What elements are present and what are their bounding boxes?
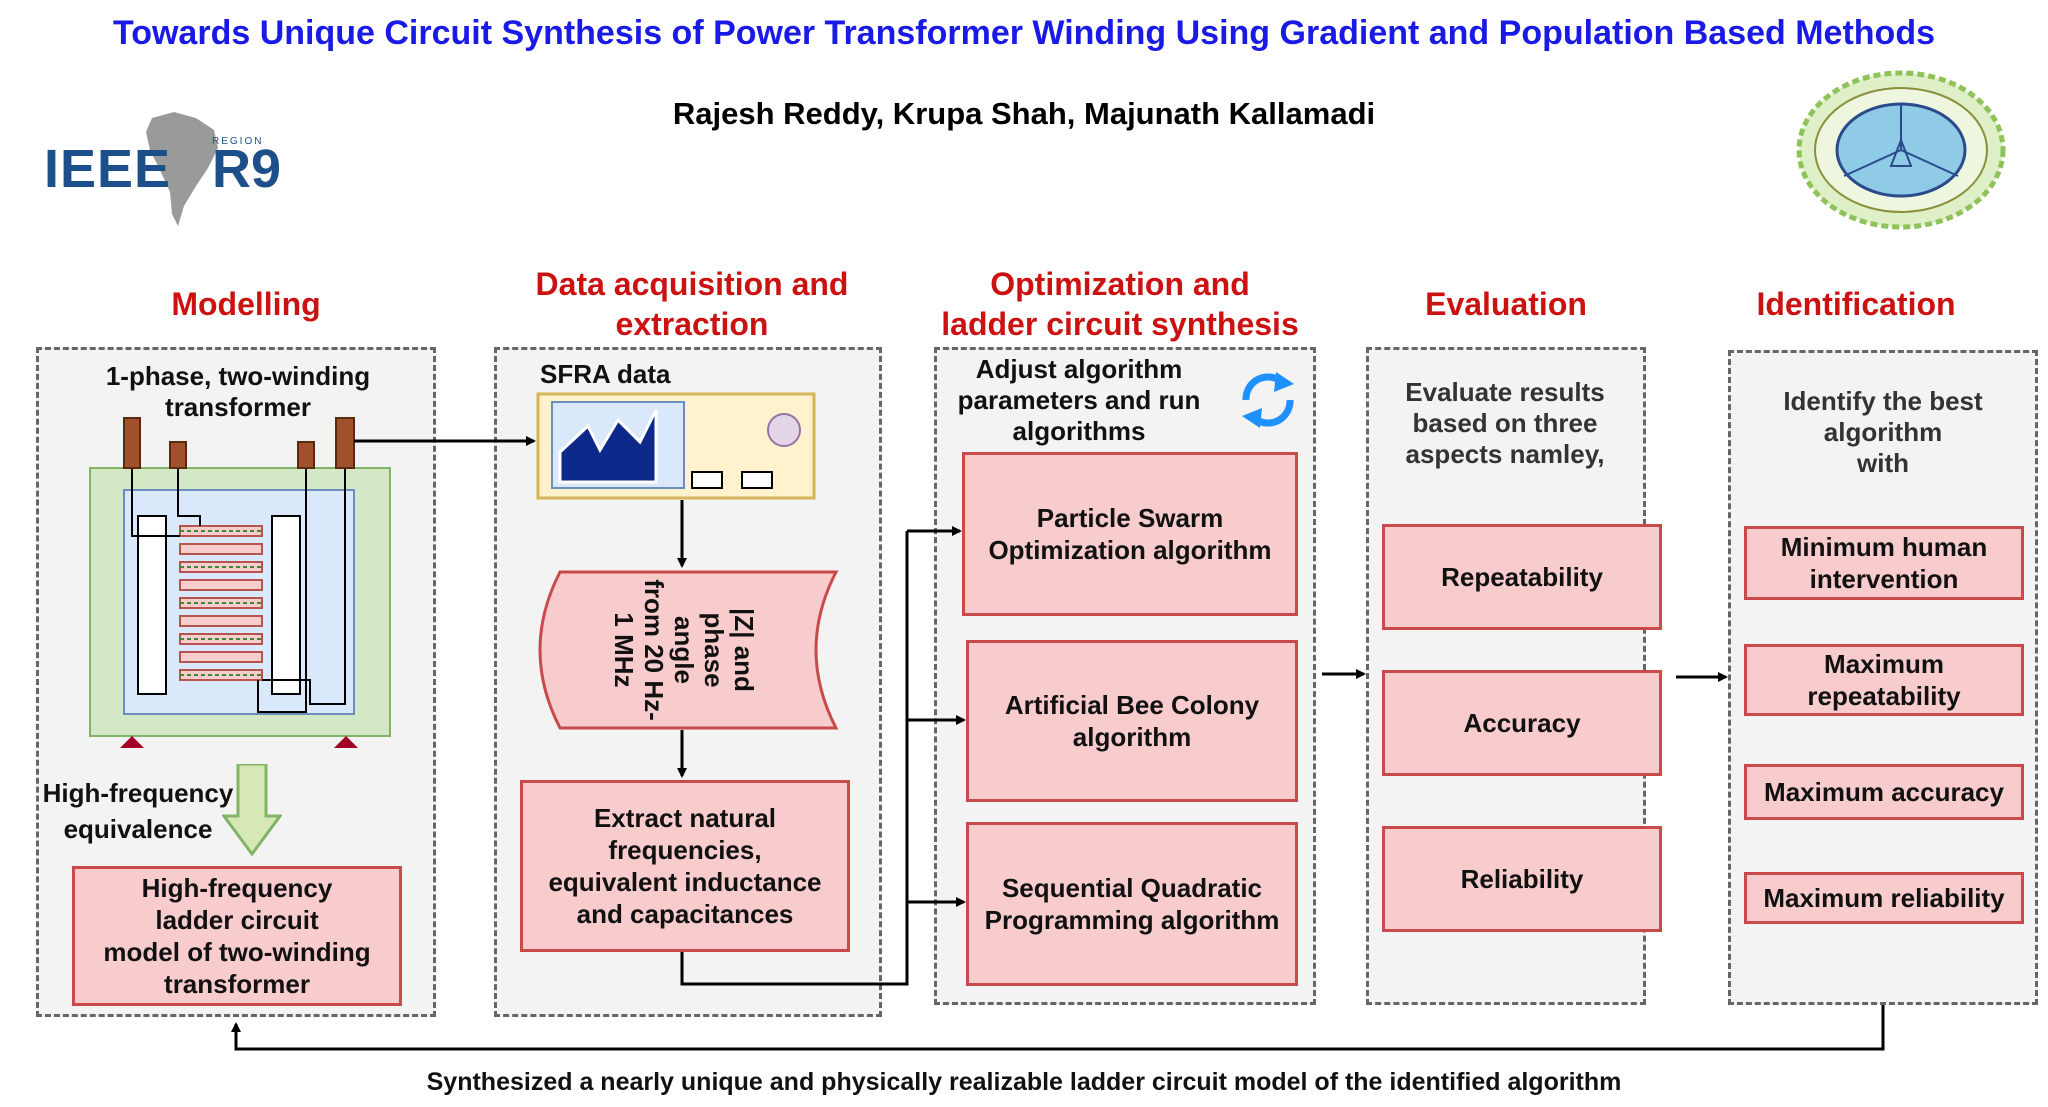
down-arrow-icon — [222, 764, 282, 857]
identification-intro-line-3: with — [1857, 448, 1909, 478]
poster-title: Towards Unique Circuit Synthesis of Powe… — [112, 14, 1936, 52]
section-title-modelling: Modelling — [171, 286, 321, 322]
section-title-acquisition-2: extraction — [615, 306, 769, 342]
reliability-box: Reliability — [1382, 826, 1662, 932]
identification-intro-line-2: algorithm — [1823, 417, 1943, 447]
abc-box: Artificial Bee Colony algorithm — [966, 640, 1298, 802]
sqp-line-1: Sequential Quadratic — [1001, 873, 1263, 903]
feedback-loop-arrow — [231, 1005, 1885, 1051]
south-america-map-icon — [146, 112, 218, 226]
max-repeatability-line-1: Maximum — [1824, 649, 1944, 679]
max-accuracy-box: Maximum accuracy — [1744, 764, 2024, 820]
abc-line-2: algorithm — [1072, 722, 1192, 752]
extract-line-2: frequencies, — [608, 835, 762, 865]
pso-line-2: Optimization algorithm — [988, 535, 1272, 565]
transformer-label-line-1: 1-phase, two-winding — [105, 361, 371, 391]
section-title-identification: Identification — [1756, 286, 1956, 322]
extract-line-1: Extract natural — [593, 803, 777, 833]
hf-equivalence-label-2: equivalence — [63, 814, 213, 844]
extract-line-4: and capacitances — [576, 899, 794, 929]
ladder-model-line-3: model of two-winding — [103, 937, 371, 967]
optimization-intro-line-2: parameters and run — [957, 385, 1201, 415]
ieee-r9-logo: IEEE REGION R9 — [44, 108, 284, 228]
sqp-line-2: Programming algorithm — [984, 905, 1280, 935]
max-repeatability-box: Maximum repeatability — [1744, 644, 2024, 716]
min-intervention-line-2: intervention — [1809, 564, 1959, 594]
optimization-intro-line-1: Adjust algorithm — [975, 354, 1183, 384]
conclusion-caption: Synthesized a nearly unique and physical… — [426, 1068, 1622, 1096]
extract-to-algorithms-line — [680, 531, 909, 986]
sqp-box: Sequential Quadratic Programming algorit… — [966, 822, 1298, 986]
section-title-optimization-1: Optimization and — [990, 266, 1250, 302]
extract-parameters-box: Extract natural frequencies, equivalent … — [520, 780, 850, 952]
pso-box: Particle Swarm Optimization algorithm — [962, 452, 1298, 616]
section-title-optimization-2: ladder circuit synthesis — [941, 306, 1299, 342]
extract-line-3: equivalent inductance — [548, 867, 822, 897]
section-title-evaluation: Evaluation — [1425, 286, 1587, 322]
max-repeatability-line-2: repeatability — [1807, 681, 1961, 711]
sfra-label: SFRA data — [540, 359, 671, 389]
ladder-model-box: High-frequency ladder circuit model of t… — [72, 866, 402, 1006]
refresh-cycle-icon — [1242, 372, 1294, 428]
optimization-intro-line-3: algorithms — [1012, 416, 1146, 446]
pso-line-1: Particle Swarm — [1036, 503, 1224, 533]
winding-turns — [179, 525, 263, 681]
author-list: Rajesh Reddy, Krupa Shah, Majunath Kalla… — [672, 96, 1376, 131]
min-intervention-box: Minimum human intervention — [1744, 526, 2024, 600]
transformer-label-line-2: transformer — [165, 392, 311, 422]
accuracy-box: Accuracy — [1382, 670, 1662, 776]
transformer-diagram — [89, 417, 391, 748]
impedance-data-shape — [538, 570, 839, 730]
region-text: REGION — [212, 136, 264, 147]
max-reliability-box: Maximum reliability — [1744, 872, 2024, 924]
ieee-text: IEEE — [44, 139, 172, 199]
ladder-model-line-2: ladder circuit — [155, 905, 319, 935]
ladder-model-line-1: High-frequency — [141, 873, 333, 903]
institute-seal-icon — [1796, 70, 2006, 230]
hf-equivalence-label-1: High-frequency — [42, 778, 234, 808]
identification-intro-line-1: Identify the best — [1783, 386, 1983, 416]
evaluation-intro-line-3: aspects namley, — [1405, 439, 1605, 469]
evaluation-intro-line-1: Evaluate results — [1405, 377, 1605, 407]
section-title-acquisition-1: Data acquisition and — [535, 266, 849, 302]
abc-line-1: Artificial Bee Colony — [1004, 690, 1260, 720]
repeatability-box: Repeatability — [1382, 524, 1662, 630]
min-intervention-line-1: Minimum human — [1780, 532, 1988, 562]
ladder-model-line-4: transformer — [164, 969, 310, 999]
evaluation-intro-line-2: based on three — [1412, 408, 1598, 438]
r9-text: R9 — [212, 139, 282, 199]
sfra-analyzer-device — [536, 392, 816, 500]
